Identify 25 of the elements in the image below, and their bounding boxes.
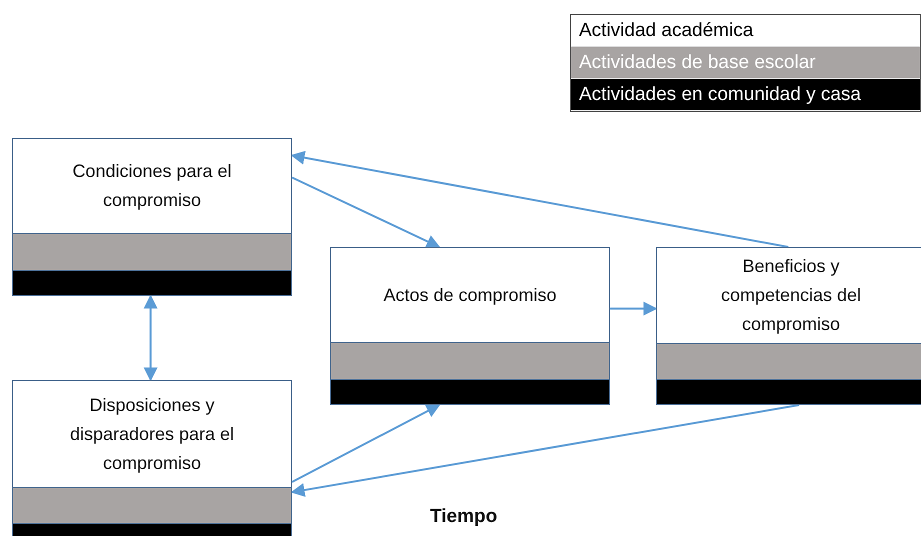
arrow (290, 150, 788, 248)
legend-text: Actividades de base escolar (579, 52, 816, 74)
stage-box (330, 247, 610, 405)
arrow (292, 176, 440, 248)
arrow (292, 404, 440, 483)
stage-title: Beneficios y competencias del compromiso (720, 255, 862, 336)
activity-band (657, 379, 921, 404)
activity-band (657, 343, 921, 380)
axis-label: Tiempo (430, 506, 498, 528)
stage-title: Actos de compromiso (383, 284, 557, 307)
stage-box (12, 138, 292, 296)
activity-band (13, 233, 291, 270)
legend-text: Actividad académica (579, 20, 754, 42)
activity-band (331, 342, 609, 379)
activity-band (13, 270, 291, 295)
arrow (144, 294, 158, 382)
activity-band (331, 379, 609, 404)
stage-title: Condiciones para el compromiso (71, 160, 233, 212)
activity-band (13, 487, 291, 523)
stage-title: Disposiciones y disparadores para el compromiso (68, 394, 236, 475)
legend-text: Actividades en comunidad y casa (579, 84, 861, 106)
stage-box (656, 247, 921, 405)
stage-box (12, 380, 292, 536)
arrow (290, 404, 800, 497)
arrow (610, 302, 658, 316)
